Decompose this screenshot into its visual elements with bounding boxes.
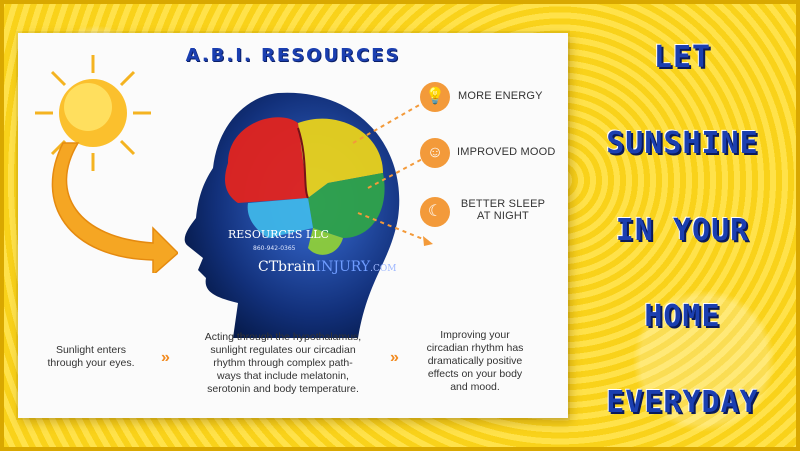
infographic-title: A.B.I. RESOURCES: [185, 45, 401, 66]
infographic-card: A.B.I. RESOURCES: [18, 33, 568, 418]
step-1-text: Sunlight enters through your eyes.: [47, 344, 135, 369]
step-2-text: Acting through the hypothalamus, sunligh…: [204, 331, 362, 395]
slogan: LET SUNSHINE IN YOUR HOME EVERYDAY: [575, 40, 790, 420]
slogan-line: HOME: [644, 298, 721, 334]
watermark-phone: 860-942-0365: [253, 245, 296, 252]
smiley-icon: ☺: [420, 138, 450, 168]
lightbulb-icon: 💡: [420, 82, 450, 112]
slogan-line: SUNSHINE: [606, 126, 759, 162]
sun-illustration: [35, 55, 178, 273]
benefit-connectors: [352, 98, 433, 246]
moon-icon: ☾: [420, 197, 450, 227]
chevron-right-icon: »: [390, 349, 399, 366]
chevron-right-icon: »: [161, 349, 170, 366]
watermark-site: CTbrainINJURY.COM: [258, 259, 396, 275]
slogan-line: LET: [653, 40, 712, 75]
step-3-text: Improving your circadian rhythm has dram…: [426, 329, 524, 393]
watermark-company: RESOURCES LLC: [228, 228, 329, 241]
sunlight-arrow: [51, 142, 178, 273]
benefit-label-energy: MORE ENERGY: [458, 90, 543, 102]
benefit-label-mood: IMPROVED MOOD: [457, 146, 556, 158]
slogan-line: IN YOUR: [615, 212, 750, 248]
benefit-label-sleep: BETTER SLEEP AT NIGHT: [460, 198, 546, 222]
head-brain-illustration: RESOURCES LLC 860-942-0365 CTbrainINJURY…: [184, 92, 400, 338]
sun-icon: [35, 55, 151, 171]
slogan-line: EVERYDAY: [606, 385, 759, 420]
